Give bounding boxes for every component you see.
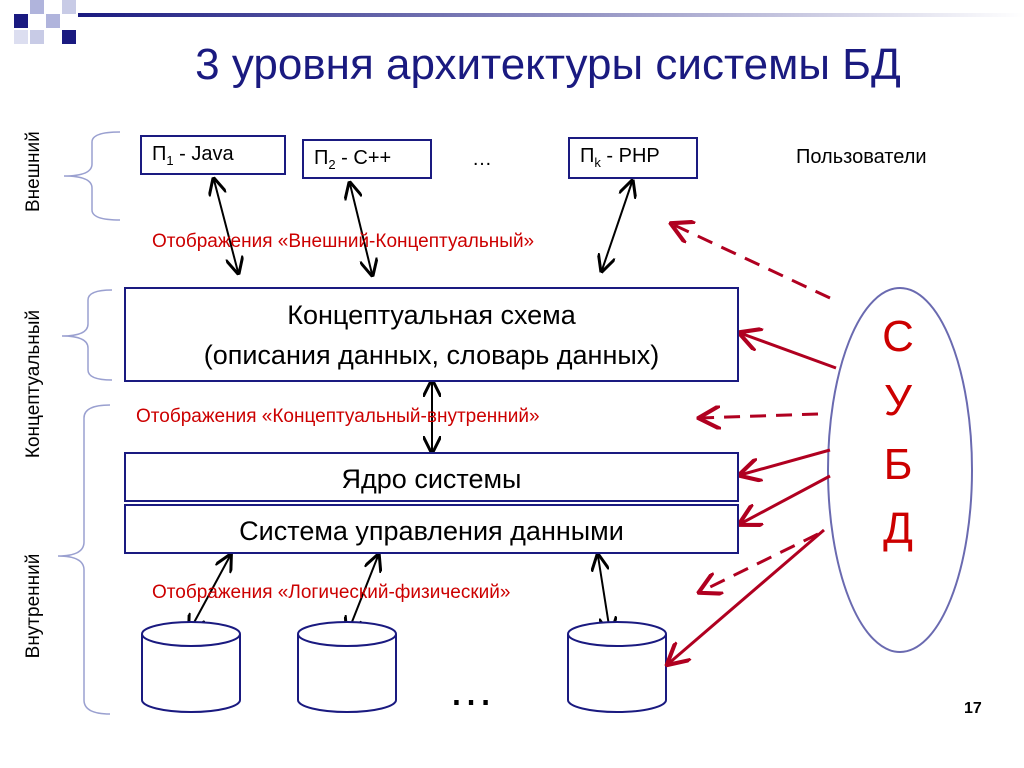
mapping-label-logical-physical: Отображения «Логический-физический» [152, 582, 511, 603]
conceptual-schema-title: Концептуальная схема [287, 300, 576, 330]
data-management-box: Система управления данными [124, 504, 739, 554]
users-label: Пользователи [796, 146, 927, 168]
dbms-solid-arrows [668, 333, 837, 664]
page-number: 17 [964, 700, 982, 717]
storage-cylinder [297, 621, 397, 713]
program-arrows [214, 180, 632, 451]
brace-internal [57, 404, 111, 715]
system-core-label: Ядро системы [341, 464, 522, 494]
brace-external [63, 131, 121, 221]
storage-arrows [190, 556, 610, 632]
data-management-label: Система управления данными [239, 516, 624, 546]
brace-conceptual [61, 289, 113, 381]
mapping-label-conceptual-internal: Отображения «Концептуальный-внутренний» [136, 406, 540, 427]
dbms-dashed-arrows [672, 224, 831, 592]
programs-ellipsis: … [472, 148, 492, 170]
conceptual-schema-box: Концептуальная схема (описания данных, с… [124, 287, 739, 382]
mapping-label-external-conceptual: Отображения «Внешний-Концептуальный» [152, 231, 535, 252]
program-box-php: Пk - PHP [568, 137, 698, 179]
program-box-cpp: П2 - C++ [302, 139, 432, 179]
storage-ellipsis: … [448, 663, 500, 715]
program-box-java: П1 - Java [140, 135, 286, 175]
conceptual-schema-subtitle: (описания данных, словарь данных) [203, 340, 660, 370]
dbms-letter: С [882, 312, 914, 361]
dbms-ellipse [827, 287, 973, 653]
slide-title: 3 уровня архитектуры системы БД [195, 40, 901, 89]
storage-cylinder [141, 621, 241, 713]
title-decoration [14, 0, 1024, 44]
system-core-box: Ядро системы [124, 452, 739, 502]
storage-cylinder [567, 621, 667, 713]
dbms-letter: У [884, 376, 912, 425]
dbms-letter: Б [883, 440, 913, 489]
dbms-letter: Д [883, 504, 913, 553]
